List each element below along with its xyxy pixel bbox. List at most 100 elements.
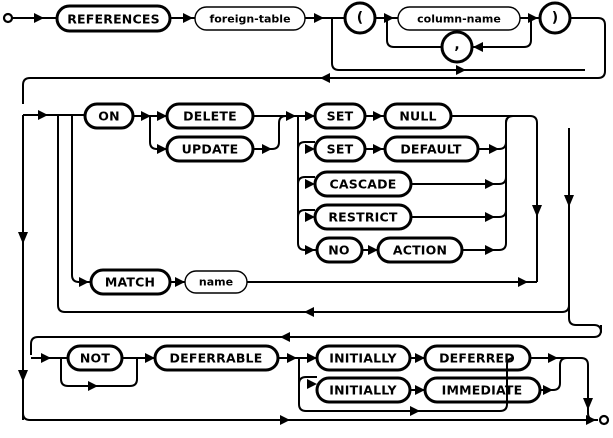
- rail-action-merge: [462, 123, 507, 251]
- arrow-no-in: [305, 245, 315, 255]
- token-on-label: ON: [98, 109, 120, 124]
- rail-bottom-bypass: [22, 412, 598, 421]
- arrow-immediate-in: [415, 385, 425, 395]
- token-deferred-label: DEFERRED: [439, 351, 515, 366]
- arrow-name-in: [175, 277, 185, 287]
- token-set-default-set-label: SET: [327, 142, 354, 157]
- arrow-bypass-columnlist: [456, 65, 466, 75]
- rail-row3-to-end: [568, 357, 596, 421]
- arrow-set1-in: [305, 111, 315, 121]
- rail-comma-loop-left: [386, 18, 442, 48]
- arrow-restrict-in: [305, 212, 315, 222]
- arrow-name-out: [518, 277, 528, 287]
- token-comma-label: ,: [454, 37, 459, 53]
- token-action-label: ACTION: [393, 243, 447, 258]
- arrow-merge-actions: [286, 111, 296, 121]
- arrow-default-out: [489, 144, 499, 154]
- arrow-columnname-out: [528, 13, 538, 23]
- arrow-immediate-out: [543, 385, 553, 395]
- arrow-group2-right-down: [564, 195, 574, 207]
- arrow-set2-in: [305, 144, 315, 154]
- token-not-label: NOT: [80, 351, 110, 366]
- arrow-deferred-out: [548, 353, 558, 363]
- start-circle: [2, 12, 14, 24]
- token-foreign-table-label: foreign-table: [209, 13, 290, 26]
- rail-initially-bypass: [298, 358, 500, 412]
- arrow-not-bypass: [88, 381, 98, 391]
- arrow-row1-wrap: [320, 73, 330, 83]
- token-references-label: REFERENCES: [67, 12, 160, 27]
- token-name-label: name: [199, 276, 233, 289]
- rail-group2-right-down: [568, 128, 577, 326]
- arrow-start: [34, 13, 44, 23]
- rail-actions-out-down: [513, 115, 538, 214]
- arrow-bottom-bypass: [280, 415, 290, 425]
- rail-group2-exit-corner: [576, 324, 602, 333]
- rail-row1-to-row2: [22, 17, 606, 104]
- arrow-references-out: [183, 13, 193, 23]
- arrow-restrict-out: [485, 212, 495, 222]
- token-null-label: NULL: [399, 109, 436, 124]
- token-cascade-label: CASCADE: [329, 177, 396, 192]
- arrow-update-in: [157, 144, 167, 154]
- arrow-initially1-in: [307, 353, 317, 363]
- arrow-action-out: [485, 245, 495, 255]
- token-rparen-label: ): [552, 10, 558, 26]
- token-initially-deferred-initially-label: INITIALLY: [329, 351, 397, 366]
- arrow-action-in: [368, 245, 378, 255]
- arrow-enter-on: [38, 110, 48, 120]
- token-set-null-set-label: SET: [327, 109, 354, 124]
- arrow-deferred-in: [415, 353, 425, 363]
- rail-update-merge: [253, 115, 287, 150]
- arrow-actions-down: [532, 205, 542, 217]
- arrow-row3-down: [583, 398, 593, 410]
- rail-immediate-merge: [540, 357, 568, 391]
- arrow-null-in: [373, 111, 383, 121]
- arrow-cascade-out: [485, 179, 495, 189]
- rail-not-bypass: [60, 358, 138, 387]
- arrow-left-bypass-2: [18, 370, 28, 382]
- end-circle: [598, 414, 610, 426]
- token-lparen-label: (: [357, 10, 363, 26]
- token-deferrable-label: DEFERRABLE: [170, 351, 263, 366]
- arrow-deferrable-in: [145, 353, 155, 363]
- arrow-initially-bypass: [410, 406, 420, 416]
- token-delete-label: DELETE: [183, 109, 237, 124]
- token-default-label: DEFAULT: [400, 142, 462, 157]
- arrow-end-in: [586, 415, 596, 425]
- rail-default-merge: [478, 115, 514, 150]
- rail-comma-loop-right: [472, 18, 532, 48]
- token-restrict-label: RESTRICT: [328, 210, 398, 225]
- rail-fan-initially2: [298, 376, 317, 385]
- arrow-foreigntable-out: [314, 13, 324, 23]
- rail-actions-fanout: [297, 116, 317, 251]
- rail-initiallybypass-merge: [499, 357, 515, 412]
- arrow-enter-not: [41, 353, 51, 363]
- arrow-row2-wrap: [280, 332, 290, 342]
- arrow-initially2-in: [307, 379, 317, 389]
- token-update-label: UPDATE: [182, 142, 239, 157]
- rail-fan-restrict: [297, 209, 315, 218]
- arrow-branch-match: [79, 277, 89, 287]
- arrow-lparen-out: [384, 13, 394, 23]
- arrow-cascade-in: [305, 179, 315, 189]
- rail-fork-to-update: [149, 116, 167, 150]
- rail-fan-setdefault: [297, 141, 315, 150]
- arrow-default-in: [373, 144, 383, 154]
- arrow-update-out: [262, 144, 272, 154]
- token-no-label: NO: [328, 243, 350, 258]
- arrow-on-out: [141, 111, 151, 121]
- rail-bypass-columnlist: [331, 18, 585, 71]
- token-column-name-label: column-name: [417, 13, 501, 26]
- arrow-group2-loop: [304, 307, 314, 317]
- arrow-comma-loop: [473, 42, 483, 52]
- rail-branch-to-match: [71, 115, 91, 283]
- rail-row2-to-row3: [30, 325, 602, 355]
- rail-fan-cascade: [297, 176, 315, 185]
- arrow-delete-in: [157, 111, 167, 121]
- token-comma-circle: [440, 30, 474, 64]
- arrow-left-bypass-1: [18, 232, 28, 244]
- arrow-deferrable-out: [287, 353, 297, 363]
